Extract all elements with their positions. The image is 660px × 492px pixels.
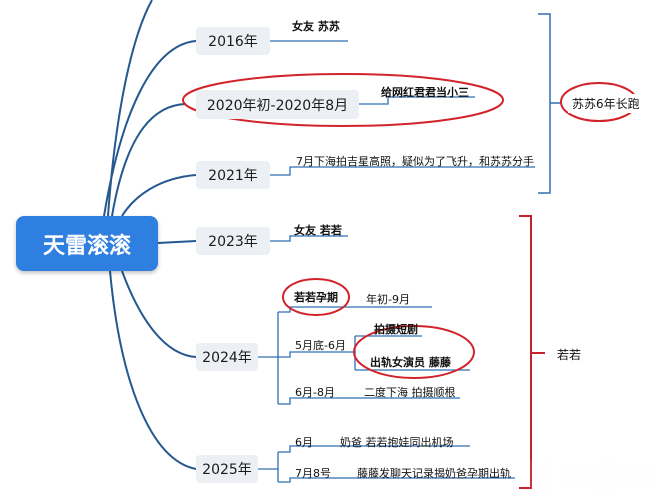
year-node-2021: 2021年 bbox=[196, 161, 270, 189]
branch-2016 bbox=[103, 40, 197, 217]
link-2025-a bbox=[278, 445, 470, 453]
year-node-2024: 2024年 bbox=[196, 343, 258, 371]
summary-ruoruo: 若若 bbox=[553, 345, 586, 364]
event-2025-aug: 7月8号 bbox=[295, 467, 331, 480]
bracket-ruoruo bbox=[519, 215, 545, 489]
event-2023: 女友 若若 bbox=[294, 224, 342, 237]
branch-2021 bbox=[121, 174, 197, 217]
link-2024-c bbox=[278, 397, 460, 405]
link-2025-b bbox=[278, 477, 515, 483]
event-2024-jun-aug: 6月-8月 bbox=[295, 386, 335, 399]
event-2025-june: 6月 bbox=[295, 436, 313, 449]
branch-2025 bbox=[109, 270, 197, 470]
event-2020: 给网红君君当小三 bbox=[381, 86, 469, 99]
event-2016: 女友 苏苏 bbox=[292, 20, 340, 33]
year-node-2023: 2023年 bbox=[196, 227, 270, 255]
event-2024-late-may: 5月底-6月 bbox=[295, 339, 346, 352]
year-node-2025: 2025年 bbox=[196, 455, 258, 483]
link-2021 bbox=[270, 166, 535, 176]
event-2024-short-drama: 拍摄短剧 bbox=[374, 323, 418, 336]
root-node: 天雷滚滚 bbox=[16, 216, 158, 271]
highlight-pregnant bbox=[282, 278, 350, 316]
event-2024-cheat: 出轨女演员 藤藤 bbox=[370, 356, 451, 369]
event-2024-second: 二度下海 拍摄顺根 bbox=[364, 386, 456, 399]
event-2025-aug-event: 藤藤发聊天记录揭奶爸孕期出轨 bbox=[357, 467, 511, 480]
link-2020 bbox=[359, 96, 475, 105]
event-2024-pregnant: 若若孕期 bbox=[294, 291, 338, 304]
link-2024-b bbox=[278, 351, 355, 358]
highlight-cheat bbox=[353, 325, 475, 379]
event-2025-june-event: 奶爸 若若抱娃同出机场 bbox=[340, 436, 454, 449]
branch-2020 bbox=[111, 103, 187, 217]
branch-2023 bbox=[157, 240, 197, 244]
year-node-2020: 2020年初-2020年8月 bbox=[196, 90, 359, 119]
event-2021: 7月下海拍吉星高照，疑似为了飞升，和苏苏分手 bbox=[296, 155, 534, 168]
link-2023 bbox=[270, 235, 348, 242]
link-2024-a bbox=[278, 306, 432, 313]
branch-2024 bbox=[121, 270, 197, 358]
year-node-2016: 2016年 bbox=[196, 27, 270, 55]
bracket-susu bbox=[538, 13, 562, 194]
highlight-2020 bbox=[182, 73, 504, 127]
watermark-fade bbox=[528, 460, 660, 492]
event-2024-pregnant-time: 年初-9月 bbox=[366, 293, 410, 306]
summary-susu: 苏苏6年长跑 bbox=[568, 94, 644, 113]
branch-top-partial bbox=[107, 0, 153, 217]
